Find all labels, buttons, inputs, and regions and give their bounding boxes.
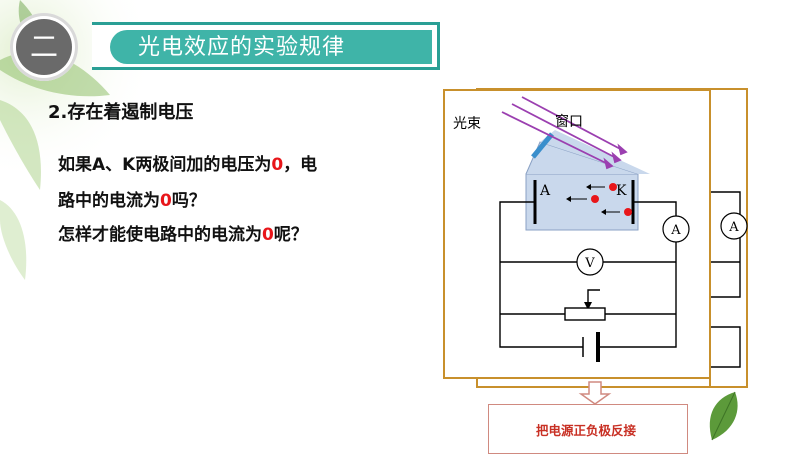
cathode-label: K — [616, 183, 627, 199]
rheostat-icon — [564, 307, 606, 321]
subheading: 2.存在着遏制电压 — [48, 102, 194, 123]
section-badge: 二 — [16, 19, 72, 75]
window-icon — [531, 132, 554, 159]
voltmeter-icon — [576, 248, 604, 276]
photoelectric-circuit-diagram: A A K 光束 窗口 — [443, 88, 748, 404]
light-label: 光束 — [453, 116, 481, 132]
callout-text: 把电源正负极反接 — [536, 423, 637, 438]
ammeter-icon — [662, 215, 690, 243]
slide-title: 光电效应的实验规律 — [138, 35, 346, 60]
voltmeter-label: V — [584, 256, 595, 271]
ammeter-label: A — [670, 223, 681, 238]
ammeter-back-label: A — [728, 220, 739, 235]
circuit-wires — [499, 201, 677, 348]
question-line-1: 如果A、K两极间加的电压为0，电 — [58, 155, 318, 175]
question-line-2: 路中的电流为0吗？ — [58, 191, 206, 211]
electrons-icon — [566, 183, 632, 216]
ammeter-back-icon — [720, 212, 748, 240]
battery-icon — [582, 332, 600, 362]
question-line-3: 怎样才能使电路中的电流为0呢？ — [58, 225, 308, 245]
window-label: 窗口 — [555, 113, 583, 130]
callout-arrow-icon — [578, 381, 612, 404]
light-beam-icon — [501, 96, 628, 170]
anode-label: A — [539, 183, 551, 199]
header-banner — [110, 30, 432, 64]
